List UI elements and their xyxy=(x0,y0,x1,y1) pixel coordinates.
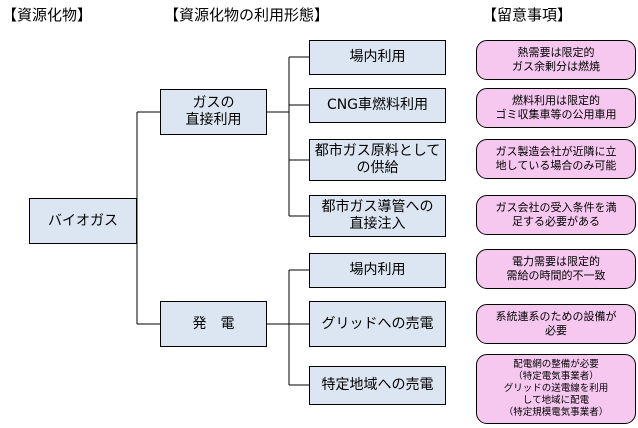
note-pipeline-injection: ガス会社の受入条件を満 足する必要がある xyxy=(476,195,636,235)
node-usage-onsite-power: 場内利用 xyxy=(309,253,446,288)
header-resource: 【資源化物】 xyxy=(2,6,93,24)
node-gas-direct-use: ガスの 直接利用 xyxy=(160,89,267,135)
header-usage-forms: 【資源化物の利用形態】 xyxy=(164,6,330,24)
note-grid-sale: 系統連系のための設備が 必要 xyxy=(476,304,636,344)
node-usage-onsite-heat: 場内利用 xyxy=(309,40,446,75)
note-cng-fuel: 燃料利用は限定的 ゴミ収集車等の公用車用 xyxy=(476,88,636,128)
note-onsite-heat: 熱需要は限定的 ガス余剰分は燃焼 xyxy=(476,40,636,80)
node-usage-cng-fuel: CNG車燃料利用 xyxy=(309,88,446,123)
node-biogas: バイオガス xyxy=(29,198,137,244)
node-usage-pipeline-injection: 都市ガス導管への 直接注入 xyxy=(309,195,446,237)
note-local-sale: 配電網の整備が必要 （特定電気事業者） グリッドの送電線を利用 して地域に配電 … xyxy=(476,354,636,424)
header-notes: 【留意事項】 xyxy=(482,6,573,24)
node-usage-local-sale: 特定地域への売電 xyxy=(309,366,446,405)
node-usage-grid-sale: グリッドへの売電 xyxy=(309,301,446,347)
node-power-generation: 発 電 xyxy=(160,301,267,347)
node-usage-city-gas-feedstock: 都市ガス原料として の供給 xyxy=(309,139,446,181)
note-city-gas-feedstock: ガス製造会社が近隣に立 地している場合のみ可能 xyxy=(476,139,636,179)
note-onsite-power: 電力需要は限定的 需給の時間的不一致 xyxy=(476,249,636,289)
